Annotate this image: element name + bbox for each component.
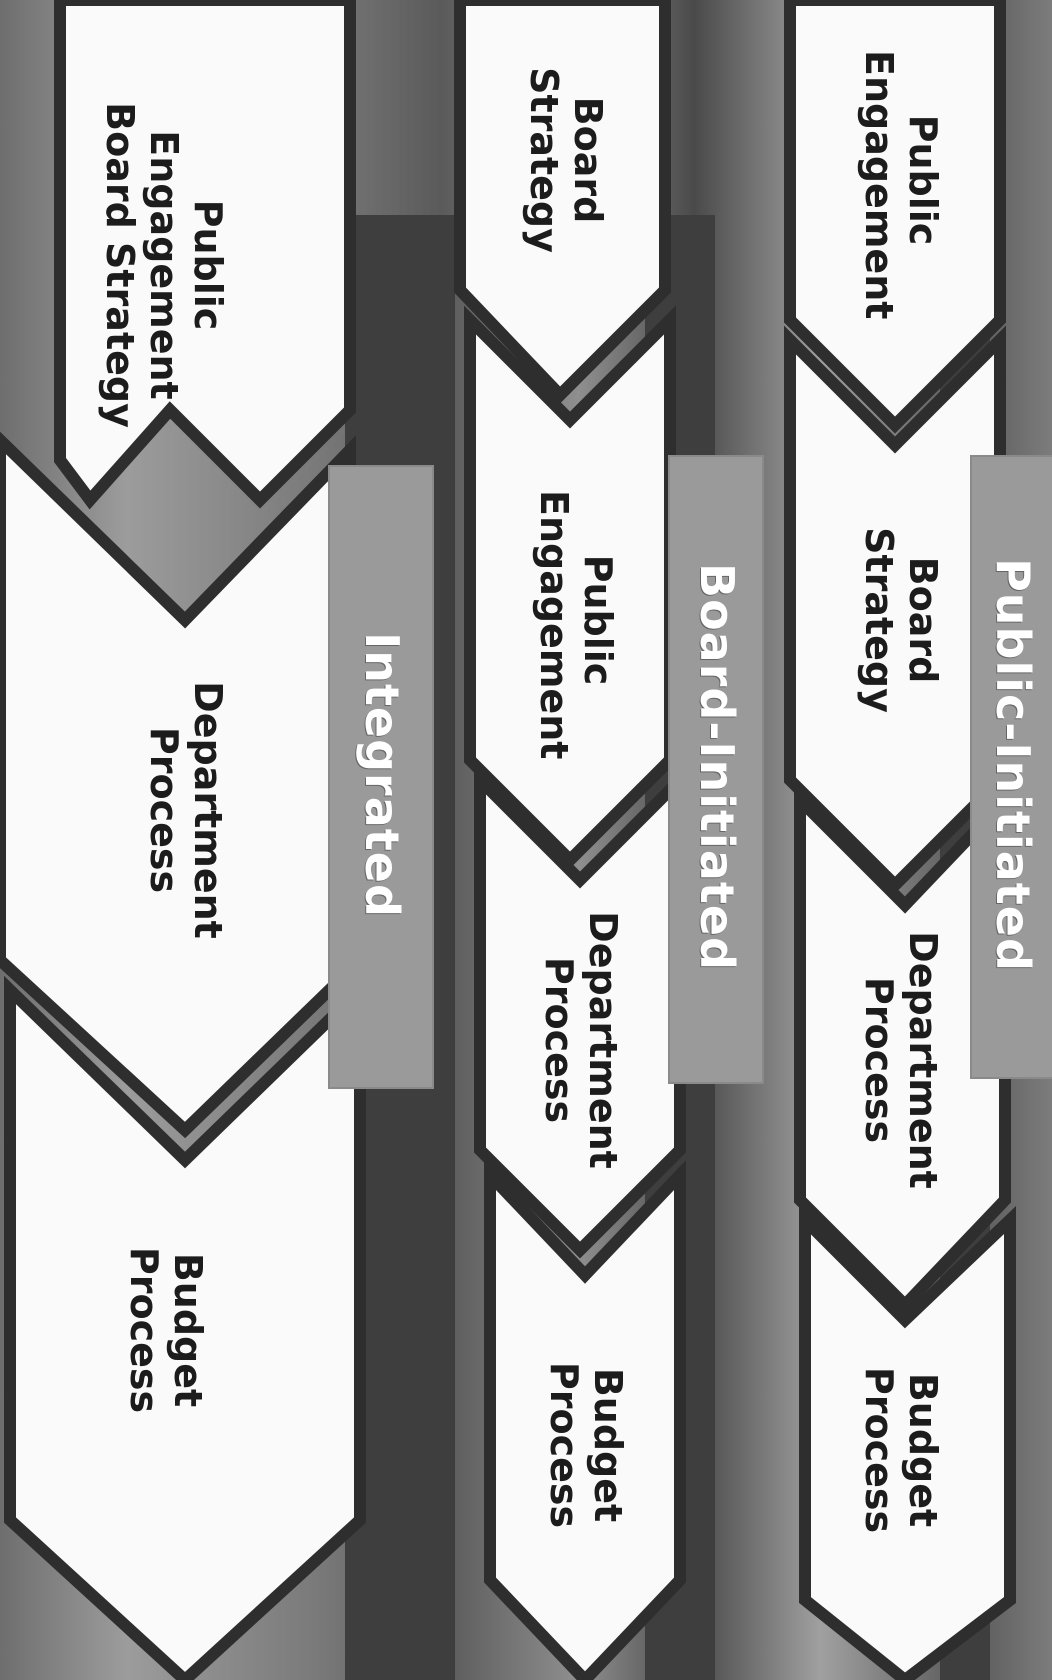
label-box-board [668,455,764,1084]
chevron-integrated-3 [4,975,366,1680]
step-department-process: Department Process [857,931,945,1189]
step-department-process: Department Process [142,681,230,939]
step-budget-process: Budget Process [542,1361,630,1529]
chevron-board-1 [454,0,671,404]
label-public-initiated: Public-Initiated [986,558,1040,972]
step-budget-process: Budget Process [857,1366,945,1534]
step-public-engagement-board-strategy: Public Engagement Board Strategy [98,102,230,428]
chevron-integrated-1 [54,0,356,510]
chevron-public-1 [784,0,1006,434]
step-public-engagement: Public Engagement [857,50,945,320]
step-board-strategy: Board Strategy [522,67,610,253]
chevron-public-4 [799,1205,1016,1680]
label-board-initiated: Board-Initiated [690,563,744,971]
chevron-board-4 [484,1159,686,1680]
step-board-strategy: Board Strategy [857,527,945,713]
label-box-integrated [328,465,434,1089]
label-integrated: Integrated [355,632,409,918]
chevron-board-3 [474,765,686,1259]
chevron-public-3 [794,785,1011,1314]
step-budget-process: Budget Process [122,1246,210,1414]
step-public-engagement: Public Engagement [532,490,620,760]
step-department-process: Department Process [537,911,625,1169]
label-box-public [970,455,1052,1079]
